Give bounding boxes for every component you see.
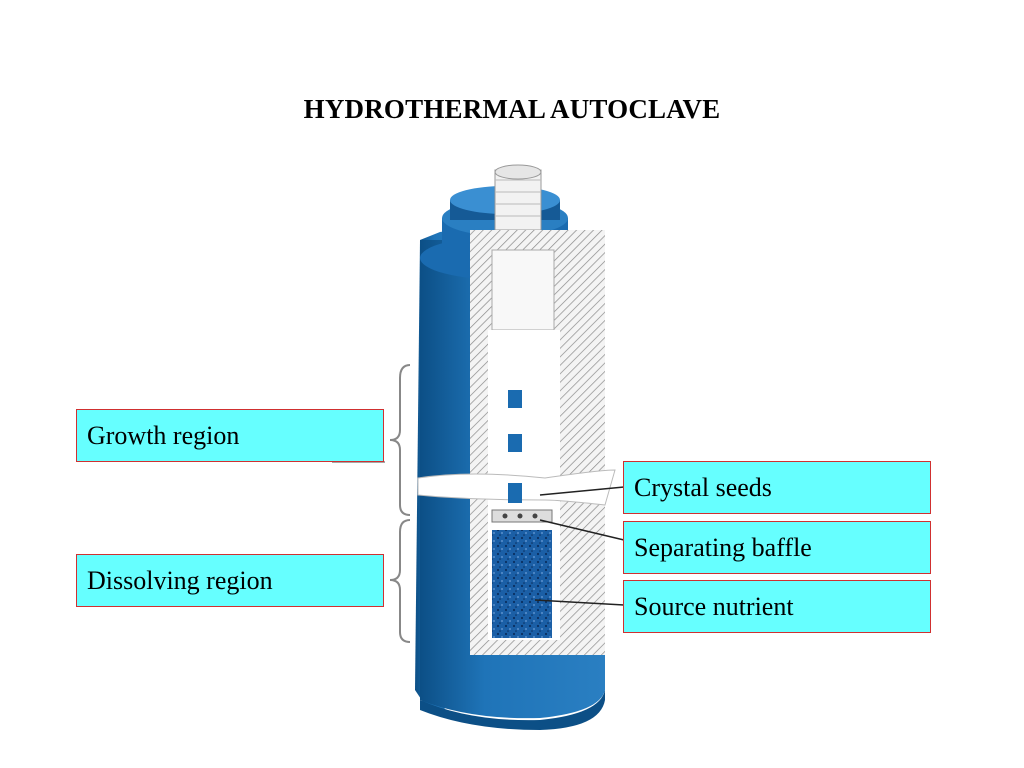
separating-baffle: [491, 509, 553, 523]
dissolving-region-label: Dissolving region: [76, 554, 384, 607]
crystal-seeds-label: Crystal seeds: [623, 461, 931, 514]
source-nutrient: [492, 530, 552, 638]
leader-lines: [332, 461, 625, 606]
source-nutrient-label: Source nutrient: [623, 580, 931, 633]
separating-baffle-label: Separating baffle: [623, 521, 931, 574]
diagram-title: HYDROTHERMAL AUTOCLAVE: [303, 94, 721, 124]
growth-region-label: Growth region: [76, 409, 384, 462]
vessel-outer-shell: [415, 228, 605, 730]
crystal-seeds: [508, 390, 522, 503]
region-braces: [389, 364, 411, 643]
